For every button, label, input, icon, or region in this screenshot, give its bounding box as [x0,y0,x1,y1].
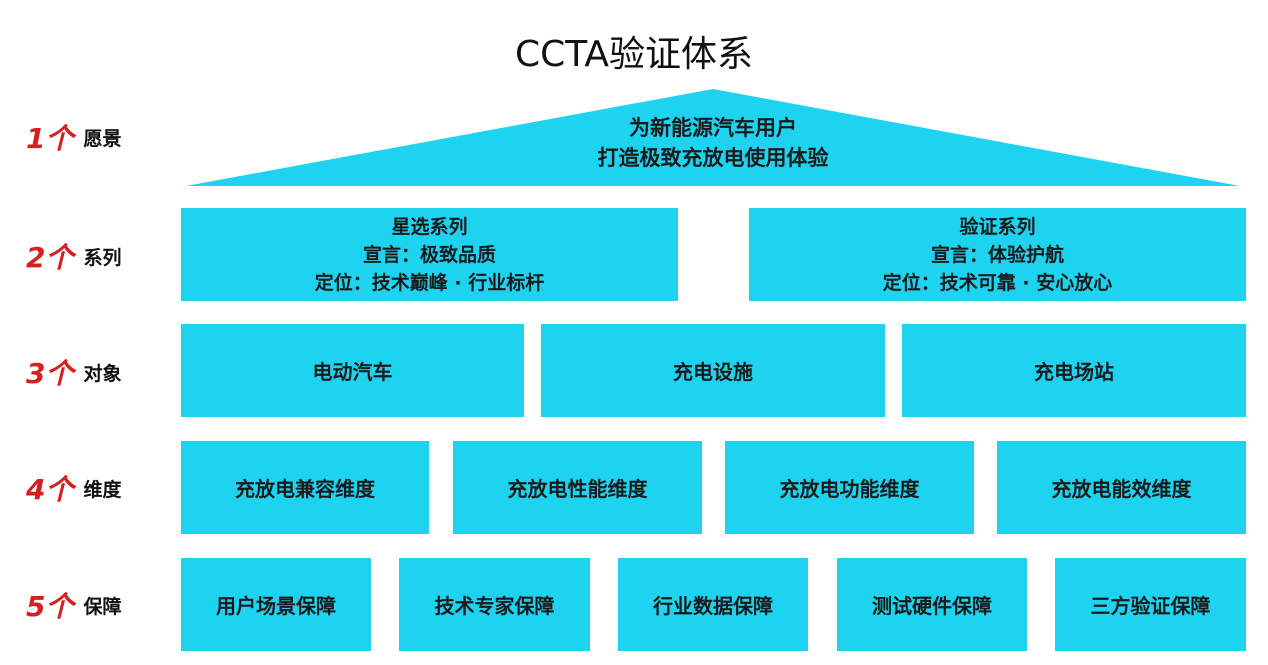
row-count: 3个 [26,357,74,390]
series-position: 定位：技术巅峰 · 行业标杆 [314,271,545,294]
row-count: 5个 [26,590,74,623]
guarantee-box: 测试硬件保障 [837,558,1027,651]
guarantee-box: 技术专家保障 [399,558,590,651]
dimension-box: 充放电兼容维度 [181,441,429,534]
dimension-box: 充放电功能维度 [725,441,974,534]
vision-roof [186,89,1240,186]
dimension-box: 充放电能效维度 [997,441,1246,534]
series-box-xingxuan: 星选系列 宣言：极致品质 定位：技术巅峰 · 行业标杆 [181,208,678,301]
row-count: 4个 [26,473,74,506]
row-name: 维度 [83,478,122,501]
vision-line-2: 打造极致充放电使用体验 [597,146,829,170]
row-label-vision: 1个 愿景 [26,117,122,157]
series-name: 验证系列 [959,215,1036,238]
row-label-guarantees: 5个 保障 [26,585,122,625]
series-box-yanzheng: 验证系列 宣言：体验护航 定位：技术可靠 · 安心放心 [749,208,1246,301]
guarantee-box: 三方验证保障 [1055,558,1246,651]
guarantee-box: 用户场景保障 [181,558,371,651]
object-box: 电动汽车 [181,324,524,417]
diagram-title: CCTA验证体系 [514,34,754,75]
series-slogan: 宣言：极致品质 [362,243,496,266]
row-name: 系列 [83,246,122,269]
guarantee-box: 行业数据保障 [618,558,808,651]
row-name: 愿景 [83,127,122,150]
row-count: 1个 [26,122,74,155]
row-name: 对象 [83,362,122,385]
row-name: 保障 [83,595,122,618]
dimension-box: 充放电性能维度 [453,441,702,534]
row-label-objects: 3个 对象 [26,352,122,392]
vision-line-1: 为新能源汽车用户 [629,116,797,140]
row-count: 2个 [26,241,74,274]
series-slogan: 宣言：体验护航 [930,243,1064,266]
row-label-dimensions: 4个 维度 [26,468,122,508]
series-name: 星选系列 [391,215,468,238]
row-label-series: 2个 系列 [26,236,122,276]
series-position: 定位：技术可靠 · 安心放心 [882,271,1113,294]
object-box: 充电设施 [541,324,885,417]
object-box: 充电场站 [902,324,1246,417]
vision-text: 为新能源汽车用户 打造极致充放电使用体验 [186,113,1240,173]
